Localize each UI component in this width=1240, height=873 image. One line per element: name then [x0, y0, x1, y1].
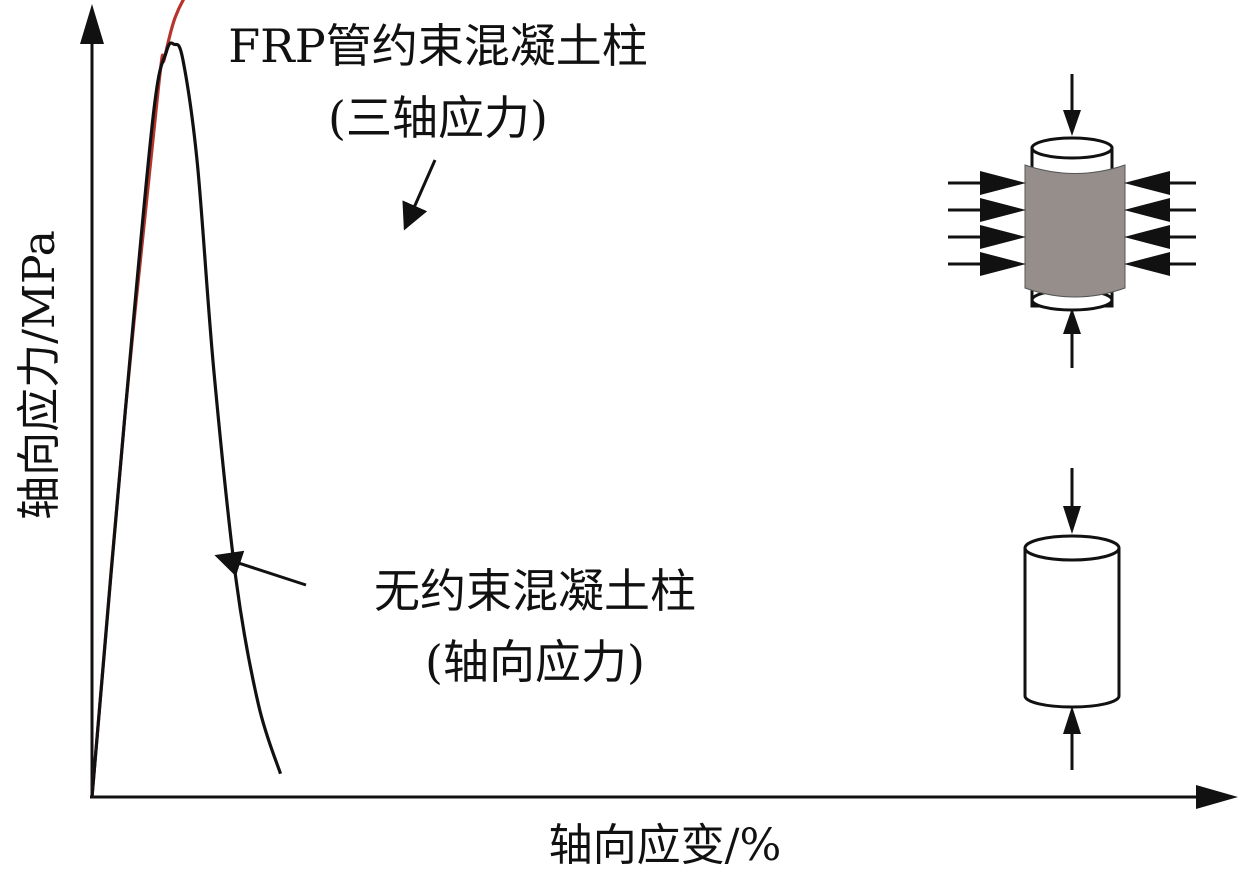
triaxial-confined-cylinder-icon: [948, 74, 1196, 368]
annotation-frp-arrow: [402, 159, 437, 231]
annotation-unconfined: 无约束混凝土柱 (轴向应力): [214, 550, 696, 689]
annotation-frp-line-1: FRP管约束混凝土柱: [228, 19, 648, 73]
annotation-frp-line-2: (三轴应力): [328, 91, 548, 145]
x-axis-label: 轴向应变/%: [549, 820, 782, 871]
axes: [80, 4, 1238, 809]
annotation-unconfined-line-2: (轴向应力): [425, 635, 645, 689]
uniaxial-cylinder-icon: [1023, 468, 1121, 770]
y-axis-arrow: [80, 4, 104, 44]
series-line-frp-confined: [90, 0, 185, 798]
y-axis-label: 轴向应力/MPa: [14, 230, 65, 520]
annotation-unconfined-line-1: 无约束混凝土柱: [374, 564, 696, 618]
x-axis-arrow: [1196, 785, 1238, 809]
annotation-frp-confined: FRP管约束混凝土柱 (三轴应力): [228, 19, 648, 231]
annotation-unconfined-arrow: [214, 550, 307, 587]
series-line-unconfined: [90, 41, 283, 798]
